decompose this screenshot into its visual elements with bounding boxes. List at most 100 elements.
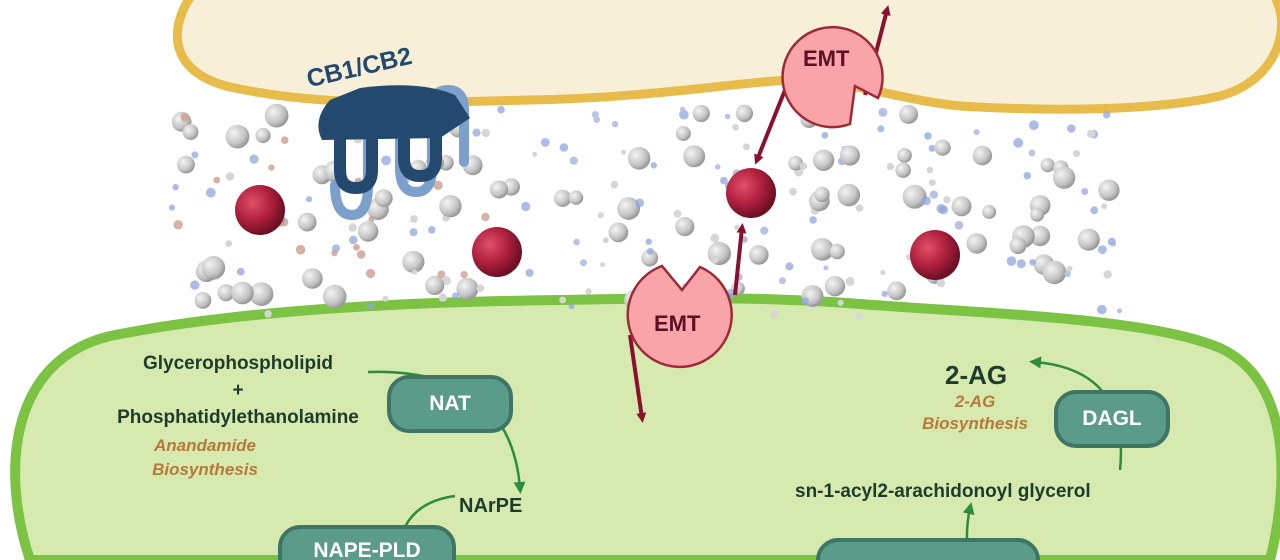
particle xyxy=(357,221,379,242)
particle xyxy=(788,155,803,171)
particle xyxy=(1107,237,1116,246)
particle xyxy=(1101,203,1108,210)
particle xyxy=(743,143,750,151)
particle xyxy=(899,104,919,124)
ag-biosynthesis-title: 2-AG Biosynthesis xyxy=(905,391,1045,435)
particle xyxy=(433,180,443,190)
particle xyxy=(936,278,946,288)
particle xyxy=(460,271,468,279)
particle xyxy=(1077,228,1100,251)
particle xyxy=(646,247,654,255)
enzyme-nape-pld: NAPE-PLD xyxy=(278,525,456,560)
particle xyxy=(966,233,988,254)
particle xyxy=(409,228,418,237)
particle xyxy=(206,187,216,198)
particle xyxy=(249,282,274,306)
particle xyxy=(1013,137,1024,148)
particle xyxy=(554,189,572,207)
ag-title-line2: Biosynthesis xyxy=(922,414,1028,433)
particle xyxy=(710,233,720,243)
particle xyxy=(1029,259,1036,266)
particle xyxy=(1066,265,1073,272)
particle xyxy=(714,164,721,170)
particle xyxy=(1016,259,1026,269)
particle xyxy=(823,265,829,271)
particle xyxy=(683,145,706,168)
particle xyxy=(608,222,629,243)
particle xyxy=(425,275,445,296)
particle xyxy=(168,204,175,211)
particle xyxy=(236,267,245,276)
particle xyxy=(789,187,797,196)
particle xyxy=(602,237,609,244)
particle xyxy=(410,215,418,223)
particle xyxy=(367,303,375,310)
particle xyxy=(382,295,389,302)
particle xyxy=(1097,304,1107,315)
particle xyxy=(191,151,199,159)
particle xyxy=(1103,270,1112,279)
particle xyxy=(855,312,863,320)
particle xyxy=(1087,129,1096,138)
particle xyxy=(710,255,719,264)
particle xyxy=(760,226,769,235)
particle xyxy=(839,145,861,166)
particle xyxy=(982,204,997,219)
particle xyxy=(525,268,534,277)
emt-top-label: EMT xyxy=(803,46,850,71)
emt-transporter-top xyxy=(781,25,884,129)
particle xyxy=(673,209,682,218)
particle xyxy=(1073,150,1080,158)
particle xyxy=(349,235,358,245)
particle xyxy=(225,124,250,149)
anandamide-title-line2: Biosynthesis xyxy=(152,460,258,479)
particle xyxy=(1009,237,1027,255)
particle xyxy=(217,284,235,302)
particle xyxy=(855,204,864,212)
particle xyxy=(1042,260,1067,285)
particle xyxy=(442,276,451,286)
enzyme-dagl: DAGL xyxy=(1054,390,1170,448)
particle xyxy=(881,290,888,297)
particle xyxy=(785,262,794,271)
particle xyxy=(724,113,731,120)
particle xyxy=(735,104,754,123)
particle xyxy=(559,143,569,152)
particle xyxy=(814,186,830,203)
particle xyxy=(801,297,809,305)
particle xyxy=(928,179,936,187)
particle xyxy=(921,196,931,206)
particle xyxy=(297,212,317,232)
particle xyxy=(368,216,375,223)
particle xyxy=(472,128,481,137)
substrate-phosphatidylethanolamine: Phosphatidylethanolamine xyxy=(117,407,359,428)
particle xyxy=(641,249,659,267)
particle xyxy=(675,126,691,141)
particle xyxy=(845,277,855,286)
particle xyxy=(886,162,895,171)
particle xyxy=(799,162,808,170)
enzyme-nat: NAT xyxy=(387,375,513,433)
particle xyxy=(749,245,769,265)
emt-bottom-import-arrow xyxy=(628,334,647,423)
particle xyxy=(635,198,644,208)
particle xyxy=(779,277,786,285)
particle xyxy=(812,149,835,171)
particle xyxy=(734,224,740,231)
particle xyxy=(973,129,980,136)
particle xyxy=(255,127,271,144)
particle xyxy=(650,162,657,169)
particle xyxy=(829,243,845,260)
emt-bottom-export-arrow xyxy=(733,223,747,296)
particle xyxy=(1067,124,1076,133)
particle xyxy=(929,190,939,199)
particle xyxy=(877,125,885,133)
particle xyxy=(452,292,459,300)
particle xyxy=(1090,206,1099,215)
endocannabinoid-molecule xyxy=(726,168,776,218)
particle xyxy=(585,288,592,295)
particle xyxy=(938,205,949,215)
cb1-cb2-receptor xyxy=(318,84,470,221)
particle xyxy=(895,162,911,178)
